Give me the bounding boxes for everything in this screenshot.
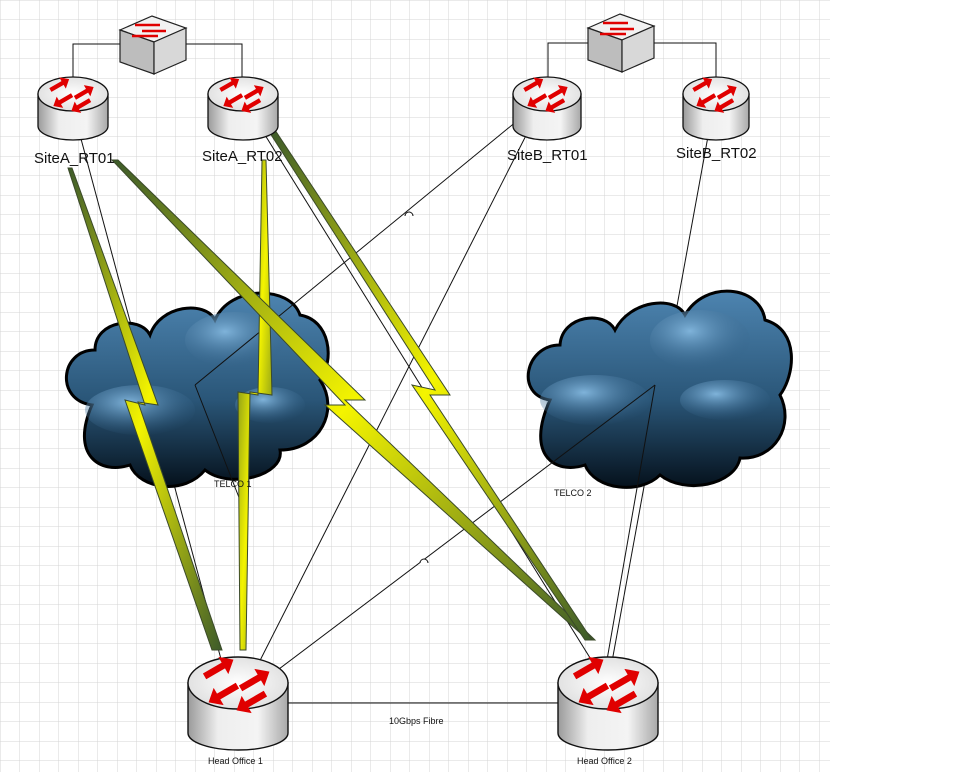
sitea-rt02-label: SiteA_RT02 xyxy=(202,148,283,165)
wireless-link-sitea-rt02-ho1 xyxy=(237,159,273,651)
telco-1-label: TELCO 1 xyxy=(214,479,252,489)
wireless-link-sitea-rt01-ho1 xyxy=(67,167,223,651)
sitea-rt01-label: SiteA_RT01 xyxy=(34,150,115,167)
router-siteb-rt01 xyxy=(512,73,582,141)
head-office-2-label: Head Office 2 xyxy=(577,756,632,766)
siteb-rt02-label: SiteB_RT02 xyxy=(676,145,757,162)
switch-b-to-rt01-link xyxy=(547,42,588,78)
wireless-link-sitea-rt01-ho2 xyxy=(110,159,597,641)
router-sitea-rt02 xyxy=(207,73,279,141)
switch-b-to-rt02-link xyxy=(654,42,717,78)
router-head-office-2 xyxy=(557,651,659,751)
router-sitea-rt01 xyxy=(37,73,109,141)
line-hops xyxy=(404,211,429,564)
router-siteb-rt02 xyxy=(682,73,750,141)
siteb-rt01-to-ho1-link xyxy=(239,97,546,701)
wireless-links xyxy=(67,129,597,651)
siteb-rt01-label: SiteB_RT01 xyxy=(507,147,588,164)
switch-a-to-rt01-link xyxy=(72,43,120,80)
cloud-crossing-links xyxy=(194,97,656,701)
router-head-office-1 xyxy=(187,651,289,751)
fibre-link-label: 10Gbps Fibre xyxy=(389,716,444,726)
telco-2-label: TELCO 2 xyxy=(554,488,592,498)
wireless-link-sitea-rt02-ho2 xyxy=(267,129,593,641)
telco-2-cloud xyxy=(526,289,793,489)
site-a-switch xyxy=(118,15,188,75)
head-office-1-label: Head Office 1 xyxy=(208,756,263,766)
site-b-switch xyxy=(586,13,656,73)
switch-a-to-rt02-link xyxy=(186,43,243,80)
